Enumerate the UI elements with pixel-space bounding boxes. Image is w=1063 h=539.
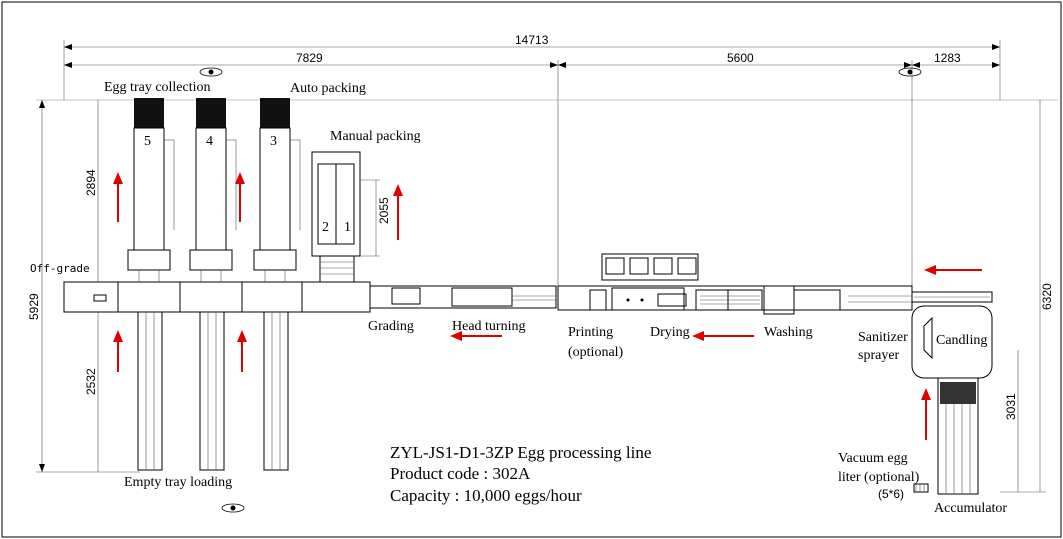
label-washing: Washing (764, 325, 813, 340)
tray-tower-3 (253, 98, 301, 282)
dim-height-left: 5929 (27, 293, 41, 320)
printer-heads (601, 253, 699, 281)
label-lifter-grid: (5*6) (878, 487, 904, 501)
dim-height-accumulator: 3031 (1004, 393, 1018, 420)
manual-packing-unit (311, 151, 380, 283)
label-head-turning: Head turning (452, 319, 525, 334)
label-sprayer: sprayer (858, 348, 900, 363)
label-grading: Grading (368, 319, 414, 334)
dimension-left (36, 100, 140, 473)
station-number-4: 4 (206, 134, 213, 149)
tray-tower-4 (189, 98, 237, 282)
station-number-3: 3 (270, 134, 277, 149)
flow-arrows (113, 172, 982, 440)
product-code: Product code : 302A (390, 464, 531, 483)
station-number-2: 2 (322, 220, 329, 235)
dim-height-lower: 2532 (84, 368, 98, 395)
label-egg-tray-collection: Egg tray collection (104, 80, 211, 95)
dim-left: 7829 (296, 51, 323, 65)
station-number-1: 1 (344, 220, 351, 235)
dimension-top (36, 40, 1058, 300)
dim-right: 1283 (934, 51, 961, 65)
station-number-5: 5 (144, 134, 151, 149)
label-candling: Candling (936, 333, 987, 348)
dim-height-total: 6320 (1040, 283, 1054, 310)
label-vacuum-egg: Vacuum egg (838, 451, 908, 466)
label-printing: Printing (568, 325, 613, 340)
capacity: Capacity : 10,000 eggs/hour (390, 486, 582, 505)
dim-total: 14713 (515, 33, 549, 47)
candling-accumulator (911, 305, 993, 495)
label-manual-packing: Manual packing (330, 129, 421, 144)
tray-tower-5 (127, 98, 175, 282)
view-eye-icon (199, 67, 922, 513)
label-accumulator: Accumulator (934, 501, 1007, 516)
label-printing-optional: (optional) (568, 345, 624, 360)
dim-height-manual: 2055 (377, 197, 391, 224)
dim-height-upper: 2894 (84, 169, 98, 196)
label-empty-tray-loading: Empty tray loading (124, 475, 232, 490)
vacuum-lifter-icon (913, 483, 929, 493)
label-lifter-optional: liter (optional) (838, 470, 920, 485)
dim-mid: 5600 (727, 51, 754, 65)
empty-tray-lanes (137, 311, 289, 471)
label-sanitizer: Sanitizer (858, 330, 908, 345)
line-name: ZYL-JS1-D1-3ZP Egg processing line (390, 443, 651, 462)
main-conveyor (63, 281, 993, 315)
label-drying: Drying (650, 325, 690, 340)
label-off-grade: Off-grade (30, 262, 90, 275)
label-auto-packing: Auto packing (290, 81, 366, 96)
dimension-right (1000, 100, 1046, 493)
